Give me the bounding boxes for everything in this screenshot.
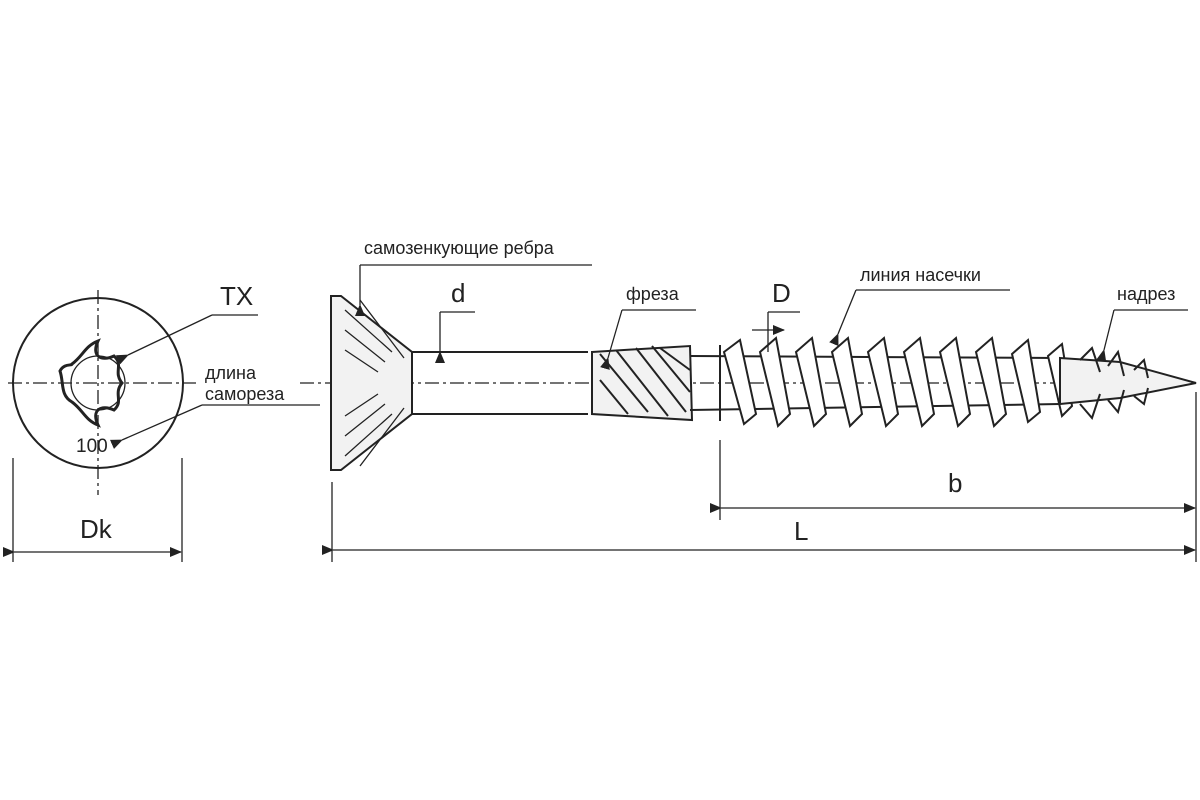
self-countersinking-ribs [344,299,405,467]
knurl-label: линия насечки [860,265,981,285]
length-note-line1: длина [205,363,257,383]
head-stamp-text: 100 [76,436,108,457]
b-label: b [948,468,962,498]
screw-head [330,295,413,471]
length-note-line2: самореза [205,384,285,404]
knurl-leader-line [829,289,857,347]
torx-inner-circle [70,355,126,411]
notch-leader-line [1096,309,1115,362]
ribs-label: самозенкующие ребра [364,238,555,258]
d-label: d [451,278,465,308]
tx-leader-line [115,314,213,365]
milling-cutter-flutes [599,345,691,417]
notch-label: надрез [1117,284,1175,304]
screw-tip [1059,356,1197,406]
L-label: L [794,516,808,546]
head-outline-circle [12,297,184,469]
head-top-view: TX 100 длина самореза Dk [3,281,320,562]
mill-label: фреза [626,284,680,304]
tx-label: TX [220,281,253,311]
tip-thread-notch [1079,346,1149,420]
length-note-leader [109,404,203,449]
thread-flights [722,336,1074,428]
dk-label: Dk [80,514,113,544]
screw-side-view: самозенкующие ребра d фреза [300,238,1200,562]
mill-leader-line [600,309,623,370]
D-label: D [772,278,791,308]
